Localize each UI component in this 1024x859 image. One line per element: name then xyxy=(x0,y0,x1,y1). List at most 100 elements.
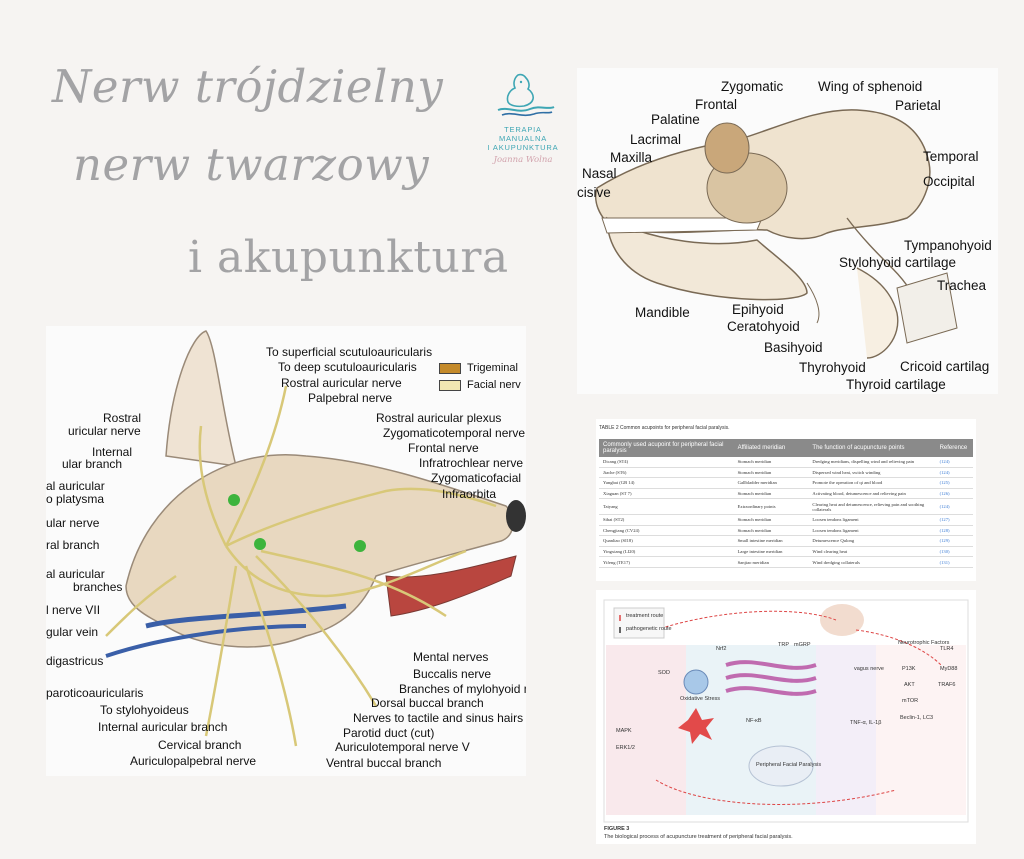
diagram-legend-item: treatment route xyxy=(626,613,664,619)
table-cell: Yingxiang (LI20) xyxy=(599,546,734,558)
nerve-label: ular nerve xyxy=(46,516,100,530)
facial-swatch xyxy=(439,380,461,391)
table-cell: Sanjiao meridian xyxy=(733,556,809,568)
title-line-2: nerw twarzowy xyxy=(73,138,430,191)
skull-label: Mandible xyxy=(635,305,690,320)
nerve-label: Palpebral nerve xyxy=(308,391,393,405)
nerve-label: Rostral auricular nerve xyxy=(281,376,402,390)
table-cell[interactable]: (131) xyxy=(935,556,973,568)
nerve-label: To superficial scutuloauricularis xyxy=(266,345,433,359)
table-cell: Small intestine meridian xyxy=(733,535,809,547)
skull-label: Trachea xyxy=(937,278,987,293)
skull-label: Palatine xyxy=(651,112,700,127)
nerve-label: Zygomaticotemporal nerve xyxy=(383,426,526,440)
diagram-node: NF-κB xyxy=(746,718,762,724)
diagram-node: ERK1/2 xyxy=(616,745,635,751)
table-cell[interactable]: (129) xyxy=(935,535,973,547)
diagram-node: SOD xyxy=(658,670,670,676)
table-header: Commonly used acupoint for peripheral fa… xyxy=(599,439,734,457)
nerve-label: Cervical branch xyxy=(158,738,242,752)
skull-illustration: Zygomatic Wing of sphenoid Frontal Parie… xyxy=(577,68,998,394)
table-header-row: Commonly used acupoint for peripheral fa… xyxy=(599,439,973,457)
diagram-node: vagus nerve xyxy=(854,666,884,672)
nerve-label: o platysma xyxy=(46,492,105,506)
logo-line-1: TERAPIA MANUALNA xyxy=(498,125,548,143)
table-cell: Loosen tendons ligament xyxy=(808,525,936,537)
dog-silhouette-icon xyxy=(497,73,555,117)
nerve-label: ular branch xyxy=(62,457,123,471)
nerve-label: Internal auricular branch xyxy=(98,720,228,734)
nerve-label: uricular nerve xyxy=(68,424,141,438)
table-cell: Xiaguan (ST 7) xyxy=(599,488,734,500)
skull-label: Parietal xyxy=(895,98,941,113)
diagram-legend-item: pathogenetic route xyxy=(626,626,672,632)
nerve-label: To stylohyoideus xyxy=(100,703,189,717)
table-cell: Jiache (ST6) xyxy=(599,467,734,479)
table-cell: Yangbai (GB 14) xyxy=(599,477,734,489)
table-cell: Extraordinary points xyxy=(733,498,809,515)
nerve-label: Nerves to tactile and sinus hairs xyxy=(353,711,524,725)
skull-label: Maxilla xyxy=(610,150,653,165)
skull-label: Lacrimal xyxy=(630,132,682,147)
table-cell[interactable]: (127) xyxy=(935,514,973,526)
skull-label: Tympanohyoid xyxy=(904,238,992,253)
table-row: Yingxiang (LI20)Large intestine meridian… xyxy=(599,546,973,558)
nerve-label: Ventral buccal branch xyxy=(326,756,442,770)
table-cell: Wind dredging collaterals xyxy=(808,556,936,568)
nerve-label: Parotid duct (cut) xyxy=(343,726,435,740)
skull-label: Wing of sphenoid xyxy=(818,79,923,94)
table-cell[interactable]: (124) xyxy=(935,498,973,515)
skull-label: Ceratohyoid xyxy=(727,319,800,334)
acupoints-table-panel: TABLE 2 Common acupoints for peripheral … xyxy=(596,419,976,581)
table-cell: Yifeng (TE17) xyxy=(599,556,734,568)
table-cell: Chengjiang (CV24) xyxy=(599,525,734,537)
nerve-label: branches xyxy=(73,580,123,594)
diagram-node: AKT xyxy=(904,682,915,688)
skull-label: Thyroid cartilage xyxy=(846,377,946,392)
logo-signature: Joanna Wolna xyxy=(493,155,553,165)
diagram-node: mTOR xyxy=(902,698,919,704)
diagram-node: TRP xyxy=(778,642,789,648)
acupoints-table: Commonly used acupoint for peripheral fa… xyxy=(599,439,973,568)
skull-label: Occipital xyxy=(923,174,975,189)
diagram-node: mGRP xyxy=(794,642,811,648)
skull-label: Thyrohyoid xyxy=(799,360,866,375)
skull-label: Stylohyoid cartilage xyxy=(839,255,957,270)
table-cell: Gallbladder meridian xyxy=(733,477,809,489)
diagram-node: Oxidative Stress xyxy=(680,696,721,702)
table-caption: TABLE 2 Common acupoints for peripheral … xyxy=(599,425,730,431)
table-cell[interactable]: (124) xyxy=(935,457,973,468)
table-cell[interactable]: (126) xyxy=(935,488,973,500)
trigeminal-swatch xyxy=(439,363,461,374)
table-cell[interactable]: (125) xyxy=(935,477,973,489)
logo-line-2: I AKUPUNKTURA xyxy=(487,143,559,152)
nerve-label: al auricular xyxy=(46,479,105,493)
table-cell: Dicang (ST4) xyxy=(599,457,734,468)
nerve-label: Branches of mylohyoid nerv xyxy=(399,682,526,696)
table-cell: Dispersed wind heat, switch winding xyxy=(808,467,936,479)
nerve-label: Zygomaticofacial xyxy=(431,471,522,485)
nerve-label: Mental nerves xyxy=(413,650,489,664)
title-line-1: Nerw trójdzielny xyxy=(52,60,444,113)
table-cell[interactable]: (130) xyxy=(935,546,973,558)
skull-label: Basihyoid xyxy=(764,340,823,355)
nerve-label: digastricus xyxy=(46,654,104,668)
table-header: Affiliated meridian xyxy=(733,439,809,457)
diagram-node: P13K xyxy=(902,666,916,672)
legend-trigeminal: Trigeminal xyxy=(467,362,518,374)
nerve-label: To deep scutuloauricularis xyxy=(278,360,417,374)
skull-label: Epihyoid xyxy=(732,302,784,317)
nerve-label: paroticoauricularis xyxy=(46,686,144,700)
table-cell[interactable]: (124) xyxy=(935,467,973,479)
table-cell[interactable]: (128) xyxy=(935,525,973,537)
table-cell: Stomach meridian xyxy=(733,514,809,526)
skull-label: Frontal xyxy=(695,97,738,112)
table-cell: Clearing heat and detumescence, relievin… xyxy=(808,498,936,515)
biological-process-diagram: treatment route pathogenetic route Nrf2 … xyxy=(596,590,976,844)
